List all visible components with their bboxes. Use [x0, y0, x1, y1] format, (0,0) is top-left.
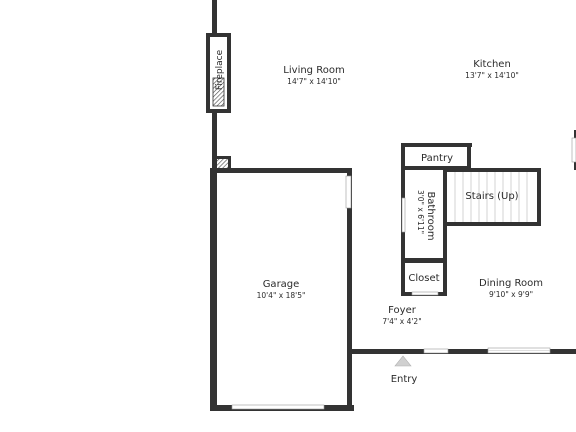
stair-treads [454, 172, 528, 222]
wall-garage-right [347, 168, 352, 411]
living-room-name: Living Room [283, 65, 344, 76]
wall-stairs-right [537, 168, 541, 226]
entry-arrow-icon [394, 355, 412, 367]
wall-stairs-top [446, 168, 541, 172]
wall-garage-top [212, 168, 351, 173]
foyer-name: Foyer [388, 305, 417, 316]
closet-label: Closet [408, 273, 439, 284]
wall-closet-right [443, 258, 447, 296]
fireplace-hearth [212, 77, 225, 107]
wall-garage-left [210, 168, 217, 411]
wall-bath-right [443, 166, 447, 261]
garage-dims: 10'4" x 18'5" [257, 291, 306, 300]
wall-front [347, 349, 576, 354]
dining-room-dims: 9'10" x 9'9" [489, 290, 533, 299]
right-window [571, 137, 576, 163]
bathroom-name: Bathroom [425, 191, 436, 240]
dining-room-name: Dining Room [479, 278, 543, 289]
entry-label: Entry [391, 374, 418, 385]
wall-pantry-top [401, 143, 472, 147]
stairs-label: Stairs (Up) [465, 191, 518, 202]
fireplace-label: Fireplace [215, 49, 225, 90]
garage-side-window [345, 175, 352, 209]
living-room-dims: 14'7" x 14'10" [287, 77, 341, 86]
bathroom-dims: 3'0" x 6'11" [416, 190, 425, 234]
bathroom-door [401, 197, 406, 233]
garage-name: Garage [263, 279, 300, 290]
kitchen-name: Kitchen [473, 59, 511, 70]
wall-pantry-right [467, 143, 471, 169]
pantry-label: Pantry [421, 153, 453, 164]
wall-pantry-left [401, 143, 405, 167]
wall-pantry-bottom [401, 166, 471, 170]
foyer-dims: 7'4" x 4'2" [382, 317, 421, 326]
garage-door [231, 404, 325, 410]
wall-bath-bottom [401, 258, 447, 263]
closet-door [411, 291, 439, 296]
wall-stairs-bottom [446, 222, 541, 226]
front-window-left [423, 348, 449, 354]
kitchen-dims: 13'7" x 14'10" [465, 71, 519, 80]
